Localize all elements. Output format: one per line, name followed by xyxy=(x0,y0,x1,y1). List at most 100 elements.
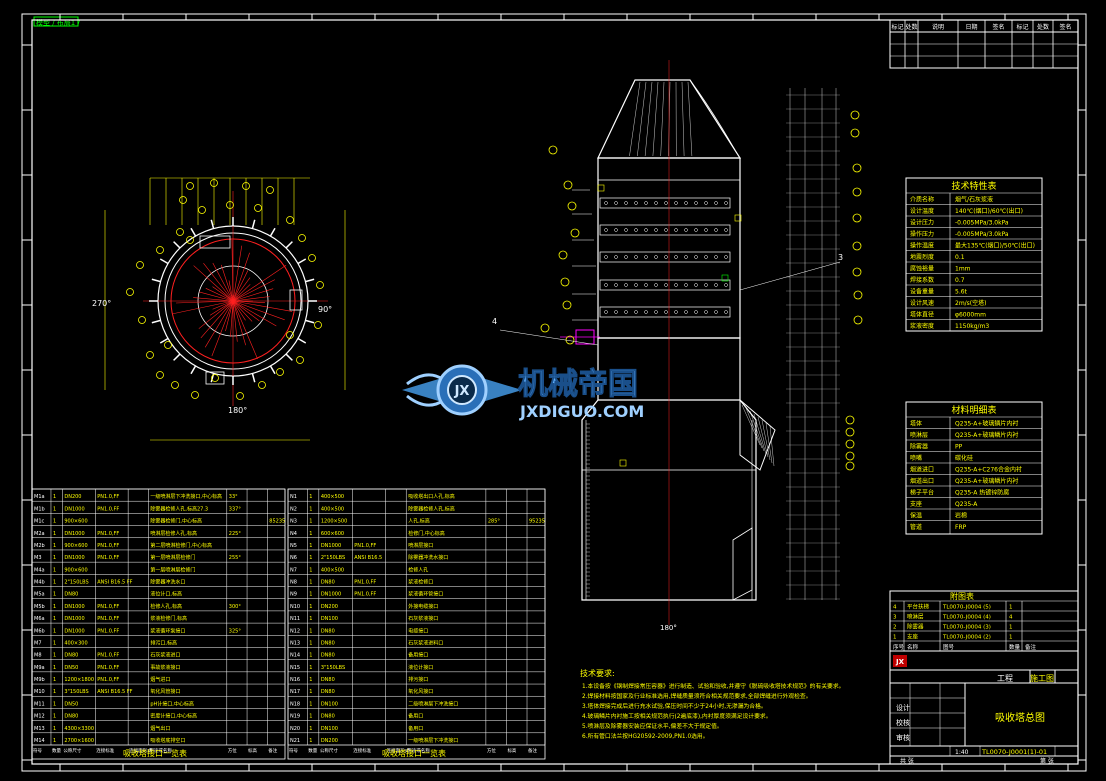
nozzle-cell: 1 xyxy=(53,519,56,525)
nozzle-cell: 95235 xyxy=(529,519,545,525)
nozzle-cell: DN100 xyxy=(321,616,338,622)
nozzle-header: 备注 xyxy=(268,747,277,754)
nozzle-cell: N20 xyxy=(290,726,300,732)
nozzle-cell: ANSI B16.5 FF xyxy=(97,580,132,586)
nozzle-cell: 备用接口 xyxy=(408,652,428,659)
material-row-part: 保温 xyxy=(910,512,922,520)
revision-header: 处数 xyxy=(1037,23,1049,31)
nozzle-cell: N6 xyxy=(290,555,297,561)
nozzle-cell: DN1000 xyxy=(64,506,84,512)
tech-row-value: φ6000mm xyxy=(955,312,986,319)
nozzle-cell: PN1.0,FF xyxy=(97,628,119,634)
nozzle-cell: 1 xyxy=(53,701,56,707)
nozzle-cell: M12 xyxy=(34,714,45,720)
nozzle-cell: M2a xyxy=(34,531,45,537)
callout-4: 4 xyxy=(492,317,497,326)
nozzle-cell: 浆液检修口 xyxy=(408,579,433,586)
nozzle-cell: DN200 xyxy=(321,604,338,610)
nozzle-cell: 1 xyxy=(53,604,56,610)
nozzle-cell: 浆液循环泵接口 xyxy=(150,627,185,634)
nozzle-cell: 密度计接口,中心标高 xyxy=(150,713,197,720)
tech-row-value: 烟气/石灰浆液 xyxy=(955,196,993,204)
nozzle-cell: 400×300 xyxy=(64,640,87,646)
watermark-en: JXDIGUO.COM xyxy=(519,402,644,421)
drawing-number: TL0070-J0001(1)-01 xyxy=(981,748,1047,756)
nozzle-cell: 1 xyxy=(309,531,312,537)
material-row-material: Q235-A+玻璃鳞片内衬 xyxy=(955,420,1018,428)
tech-row-value: 最大135℃(烟口)/50℃(出口) xyxy=(955,242,1035,250)
material-row-material: FRP xyxy=(955,524,967,531)
sheet-number: 第 张 xyxy=(1040,757,1054,765)
material-row-part: 喷淋层 xyxy=(910,431,928,439)
nozzle-cell: 第一层喷淋层检修门 xyxy=(150,566,195,573)
nozzle-cell: DN1000 xyxy=(64,616,84,622)
material-row-material: Q235-A+C276合金内衬 xyxy=(955,466,1022,474)
nozzle-header: 标高 xyxy=(507,747,516,754)
drawing-list-header: 数量 xyxy=(1009,643,1021,651)
nozzle-cell: N3 xyxy=(290,519,297,525)
nozzle-cell: 喷淋层检修人孔,标高 xyxy=(150,530,197,537)
nozzle-cell: N8 xyxy=(290,580,297,586)
nozzle-cell: PN1.0,FF xyxy=(97,616,119,622)
nozzle-cell: 1 xyxy=(309,592,312,598)
nozzle-cell: 1 xyxy=(309,665,312,671)
layout-tab[interactable]: 模型 / 布局1 / xyxy=(33,16,80,27)
nozzle-cell: 一级喷淋层下冲洗接口 xyxy=(408,737,458,744)
nozzle-cell: pH计接口,中心标高 xyxy=(150,700,194,707)
nozzle-cell: 吸收塔出口人孔,标高 xyxy=(408,493,455,500)
nozzle-cell: N21 xyxy=(290,738,300,744)
nozzle-cell: 除雾器冲洗水接口 xyxy=(408,554,448,561)
revision-header: 签名 xyxy=(992,23,1004,31)
drawing-list-cell: 4 xyxy=(1009,615,1013,621)
drawing-list-cell: TL0070-J0004 (4) xyxy=(942,615,991,621)
watermark-cn: 机械帝国 xyxy=(518,367,638,402)
nozzle-cell: 1 xyxy=(309,689,312,695)
nozzle-cell: DN80 xyxy=(321,640,335,646)
sheet-count: 共 张 xyxy=(900,757,914,765)
nozzle-cell: M4a xyxy=(34,567,45,573)
nozzle-cell: 1 xyxy=(309,604,312,610)
svg-text:JX: JX xyxy=(454,384,470,399)
scale-value: 1:40 xyxy=(955,749,969,756)
nozzle-cell: DN80 xyxy=(321,677,335,683)
drawing-frame xyxy=(21,13,1087,772)
nozzle-cell: N14 xyxy=(290,653,300,659)
nozzle-cell: 1 xyxy=(53,555,56,561)
nozzle-cell: 检修门,中心标高 xyxy=(408,530,445,537)
notes-title: 技术要求: xyxy=(580,668,615,678)
nozzle-cell: DN80 xyxy=(321,628,335,634)
nozzle-cell: 1 xyxy=(309,653,312,659)
nozzle-cell: 900×600 xyxy=(64,519,87,525)
nozzle-header: 方位 xyxy=(487,747,496,754)
approver-label: 审核 xyxy=(896,733,910,742)
nozzle-cell: N15 xyxy=(290,665,300,671)
drawing-list-cell: TL0070-J0004 (5) xyxy=(942,605,991,611)
nozzle-cell: DN200 xyxy=(321,738,338,744)
nozzle-cell: 氧化风接口 xyxy=(408,688,433,695)
nozzle-cell: 检修人孔 xyxy=(408,566,428,573)
nozzle-cell: M10 xyxy=(34,689,45,695)
nozzle-cell: DN1000 xyxy=(64,604,84,610)
nozzle-cell: 1 xyxy=(53,714,56,720)
nozzle-cell: 4300×3300 xyxy=(64,726,94,732)
tech-table-title: 技术特性表 xyxy=(951,180,996,192)
nozzle-cell: M1c xyxy=(34,519,44,525)
nozzle-cell: PN1.0,FF xyxy=(97,494,119,500)
tech-row-label: 介质名称 xyxy=(910,196,934,204)
nozzle-cell: DN100 xyxy=(321,701,338,707)
drawing-list-cell: 2 xyxy=(893,625,897,631)
note-line: 6.所有管口法兰按HG20592-2009,PN1.0选用。 xyxy=(582,732,709,740)
plan-angle-bottom: 180° xyxy=(228,406,247,415)
nozzle-cell: 600×600 xyxy=(321,531,344,537)
note-line: 5.喷淋层及除雾器安装应保证水平,偏差不大于规定值。 xyxy=(582,722,723,730)
nozzle-cell: DN80 xyxy=(321,714,335,720)
tech-row-value: 140℃(烟口)/60℃(出口) xyxy=(955,207,1023,215)
tech-row-value: 1150kg/m3 xyxy=(955,323,989,330)
nozzle-cell: 1 xyxy=(53,592,56,598)
plan-angle-left: 270° xyxy=(92,299,111,308)
nozzle-cell: 33° xyxy=(229,494,238,500)
material-row-part: 烟道出口 xyxy=(910,477,934,485)
tech-row-label: 设计温度 xyxy=(910,207,934,215)
nozzle-cell: 1 xyxy=(53,580,56,586)
nozzle-cell: PN1.0,FF xyxy=(97,506,119,512)
